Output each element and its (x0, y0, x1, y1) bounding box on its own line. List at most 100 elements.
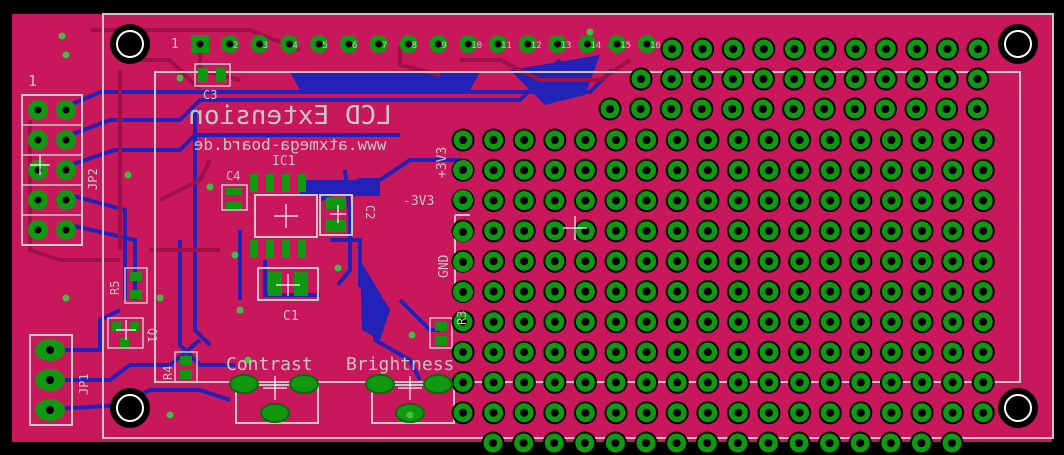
perf-drill (673, 348, 682, 357)
header-drill (583, 40, 591, 48)
perf-drill (581, 287, 590, 296)
mounting-hole-ring (116, 394, 144, 422)
connector-pads (28, 100, 473, 421)
perf-drill (795, 408, 804, 417)
perf-drill (918, 408, 926, 417)
perf-drill (550, 408, 559, 417)
perf-drill (489, 378, 498, 387)
pot-pads (229, 374, 453, 423)
perf-drill (825, 439, 834, 447)
perf-drill (734, 136, 743, 144)
perf-drill (520, 348, 529, 357)
perf-drill (489, 317, 498, 326)
perf-drill (856, 317, 865, 326)
perf-drill (912, 45, 921, 53)
board-url: www.atxmega-board.de (194, 135, 387, 154)
jp2-drill (62, 106, 70, 114)
perf-drill (459, 136, 467, 144)
perf-drill (856, 196, 865, 205)
perf-drill (826, 226, 835, 235)
perf-drill (642, 317, 651, 326)
perf-drill (795, 136, 804, 144)
label-q1: Q1 (145, 328, 159, 342)
header-drill (405, 40, 413, 48)
perf-drill (581, 136, 590, 144)
perf-drill (520, 317, 529, 326)
perf-drill (759, 45, 768, 53)
perf-drill (856, 287, 865, 296)
perf-drill (795, 317, 804, 326)
perf-drill (734, 166, 743, 175)
perf-drill (821, 45, 829, 53)
perf-drill (550, 439, 559, 447)
perf-drill (881, 75, 890, 83)
perf-drill (581, 408, 590, 417)
jp2-drill (62, 136, 70, 144)
jp2-drill (34, 106, 42, 114)
perf-drill (856, 348, 865, 357)
perf-drill (642, 287, 651, 296)
r3-body (429, 317, 453, 349)
perf-drill (790, 45, 799, 53)
perf-drill (856, 408, 865, 417)
header-drill (226, 40, 234, 48)
perf-drill (703, 196, 712, 205)
perf-drill (974, 45, 982, 53)
perf-drill (826, 408, 835, 417)
jp1-drill (46, 406, 54, 414)
header-pin-number: 14 (590, 41, 601, 51)
perf-drill (979, 287, 988, 296)
perf-drill (703, 378, 712, 387)
header-pin-number: 10 (471, 41, 482, 51)
perf-drill (489, 226, 498, 235)
perf-drill (979, 136, 988, 144)
perf-drill (979, 196, 988, 205)
perf-drill (519, 439, 528, 447)
header-pin-number: 16 (650, 41, 661, 51)
jp1-outline (29, 334, 73, 426)
perf-drill (826, 257, 835, 266)
perf-drill (765, 166, 773, 175)
perf-drill (581, 348, 590, 357)
label-pos3v3: +3V3 (435, 147, 450, 178)
c2-body (319, 194, 353, 236)
jp2-outline (21, 94, 83, 246)
perf-drill (948, 257, 957, 266)
q1-body (107, 317, 144, 349)
perf-drill (918, 317, 926, 326)
perf-drill (550, 287, 559, 296)
perf-drill (703, 257, 712, 266)
perf-drill (612, 166, 620, 175)
perf-drill (550, 226, 559, 235)
perf-drill (948, 226, 957, 235)
perf-drill (765, 257, 773, 266)
perf-drill (612, 257, 620, 266)
perf-drill (520, 196, 529, 205)
perf-drill (520, 136, 529, 144)
perf-drill (673, 257, 682, 266)
power-drill (459, 288, 467, 296)
perf-drill (642, 136, 651, 144)
perf-drill (489, 136, 498, 144)
perf-drill (489, 408, 498, 417)
perf-drill (948, 439, 956, 447)
c3-body (194, 63, 231, 87)
label-ic1: IC1 (272, 154, 295, 169)
header-pin-number: 8 (412, 41, 417, 51)
jp2-drill (62, 196, 70, 204)
perf-drill (673, 196, 682, 205)
label-c1: C1 (283, 309, 299, 324)
perf-drill (826, 378, 835, 387)
brightness-pot-body (371, 384, 455, 424)
perf-drill (979, 317, 988, 326)
perf-drill (520, 287, 529, 296)
perf-drill (765, 196, 773, 205)
perf-drill (759, 75, 768, 83)
perf-drill (918, 378, 926, 387)
perf-drill (765, 226, 773, 235)
r5-body (124, 267, 148, 304)
perf-drill (612, 348, 620, 357)
perf-drill (795, 166, 804, 175)
perf-drill (948, 408, 957, 417)
